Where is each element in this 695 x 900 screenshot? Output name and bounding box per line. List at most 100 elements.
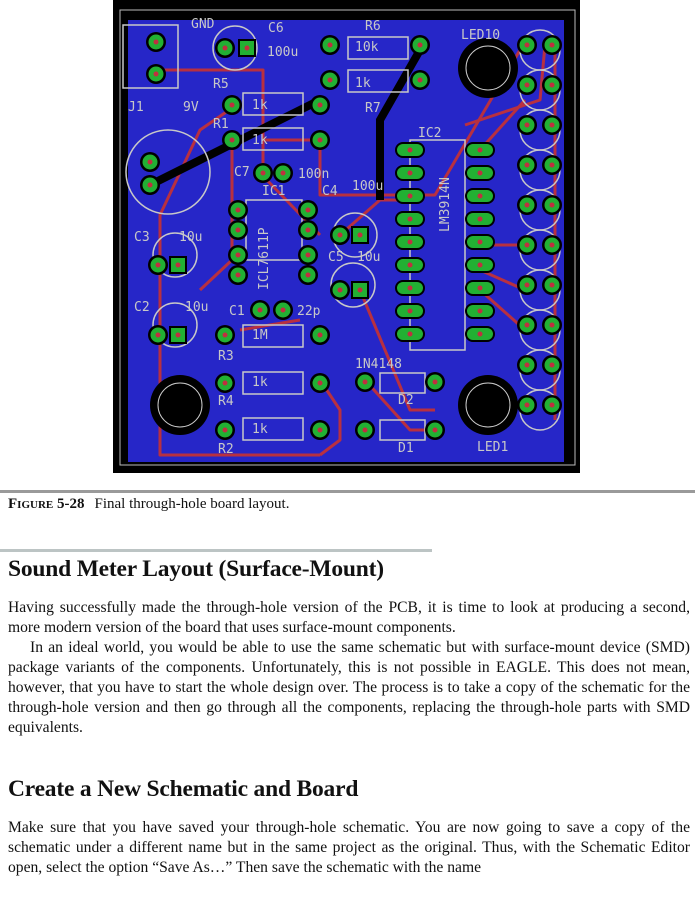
drill (524, 362, 530, 368)
pads (140, 32, 562, 440)
drill (235, 252, 241, 258)
label-r5: R5 (213, 77, 229, 92)
drill (155, 332, 161, 338)
label-c5: C5 (328, 250, 344, 265)
label-r1-value: 1k (252, 133, 268, 148)
drill (407, 331, 413, 337)
drill (477, 193, 483, 199)
label-gnd: GND (191, 17, 215, 32)
label-c6-value: 100u (267, 45, 298, 60)
label-icl7611p: ICL7611P (257, 227, 272, 290)
label-c7: C7 (234, 165, 250, 180)
drill (477, 308, 483, 314)
part-outline (379, 372, 426, 394)
drill (549, 362, 555, 368)
label-ic1: IC1 (262, 184, 285, 199)
figure-caption-text: Final through-hole board layout. (94, 496, 290, 512)
drill (317, 380, 323, 386)
section-heading-surface-mount: Sound Meter Layout (Surface-Mount) (8, 556, 384, 582)
mounting-hole-ring (465, 45, 511, 91)
part-outline (122, 24, 179, 89)
drill (407, 285, 413, 291)
drill (432, 379, 438, 385)
drill (549, 82, 555, 88)
mounting-hole (458, 375, 518, 435)
drill (229, 137, 235, 143)
drill (260, 170, 266, 176)
label-r1: R1 (213, 117, 229, 132)
label-j1: J1 (128, 100, 144, 115)
drill (477, 285, 483, 291)
label-r7: R7 (365, 101, 381, 116)
drill (244, 45, 250, 51)
mounting-hole (458, 38, 518, 98)
label-c5-value: 10u (357, 250, 380, 265)
drill (153, 71, 159, 77)
capacitor-outline (125, 129, 211, 215)
label-r3: R3 (218, 349, 234, 364)
label-c3: C3 (134, 230, 150, 245)
drill (280, 307, 286, 313)
drill (235, 272, 241, 278)
drill (477, 147, 483, 153)
drill (357, 232, 363, 238)
section-rule (0, 549, 432, 552)
paragraph: In an ideal world, you would be able to … (8, 639, 690, 736)
label-led10: LED10 (461, 28, 500, 43)
trace-outline (376, 48, 424, 200)
trace (156, 68, 322, 237)
label-ic2: IC2 (418, 126, 441, 141)
mounting-hole-ring (465, 382, 511, 428)
drill (327, 77, 333, 83)
label-1n4148: 1N4148 (355, 357, 402, 372)
drill (175, 332, 181, 338)
label-d2: D2 (398, 393, 414, 408)
part-outline (242, 324, 304, 348)
drill (222, 427, 228, 433)
drill (477, 170, 483, 176)
figure-number: Figure 5-28 (8, 496, 85, 512)
mounting-hole-ring (157, 382, 203, 428)
label-c4-value: 100u (352, 179, 383, 194)
drill (524, 282, 530, 288)
label-r5-value: 1k (252, 98, 268, 113)
drill (147, 159, 153, 165)
label-c4: C4 (322, 184, 338, 199)
capacitor-outline (152, 302, 198, 348)
drill (235, 227, 241, 233)
drill (305, 207, 311, 213)
drill (549, 42, 555, 48)
drill (305, 227, 311, 233)
drill (407, 239, 413, 245)
drill (407, 262, 413, 268)
drill (305, 272, 311, 278)
part-outline (242, 92, 304, 116)
drill (317, 102, 323, 108)
drill (417, 42, 423, 48)
trace (478, 98, 527, 152)
capacitor-outline (212, 25, 258, 71)
drill (337, 232, 343, 238)
part-outline (242, 417, 304, 441)
drill (175, 262, 181, 268)
label-c1: C1 (229, 304, 245, 319)
drill (407, 193, 413, 199)
drill (305, 252, 311, 258)
drill (222, 380, 228, 386)
paragraph: Having successfully made the through-hol… (8, 599, 690, 636)
drill (549, 162, 555, 168)
drill (407, 308, 413, 314)
label-r4-value: 1k (252, 375, 268, 390)
label-c6: C6 (268, 21, 284, 36)
drill (155, 262, 161, 268)
drill (477, 262, 483, 268)
label-r4: R4 (218, 394, 234, 409)
drill (317, 137, 323, 143)
part-outline (242, 371, 304, 395)
drill (153, 39, 159, 45)
trace (464, 44, 547, 127)
figure-caption: Figure 5-28 Final through-hole board layo… (8, 496, 289, 513)
drill (549, 242, 555, 248)
silkscreen-labels: GND C6 100u R6 10k LED10 1k R7 J1 9V R5 … (128, 17, 508, 457)
drill (477, 216, 483, 222)
